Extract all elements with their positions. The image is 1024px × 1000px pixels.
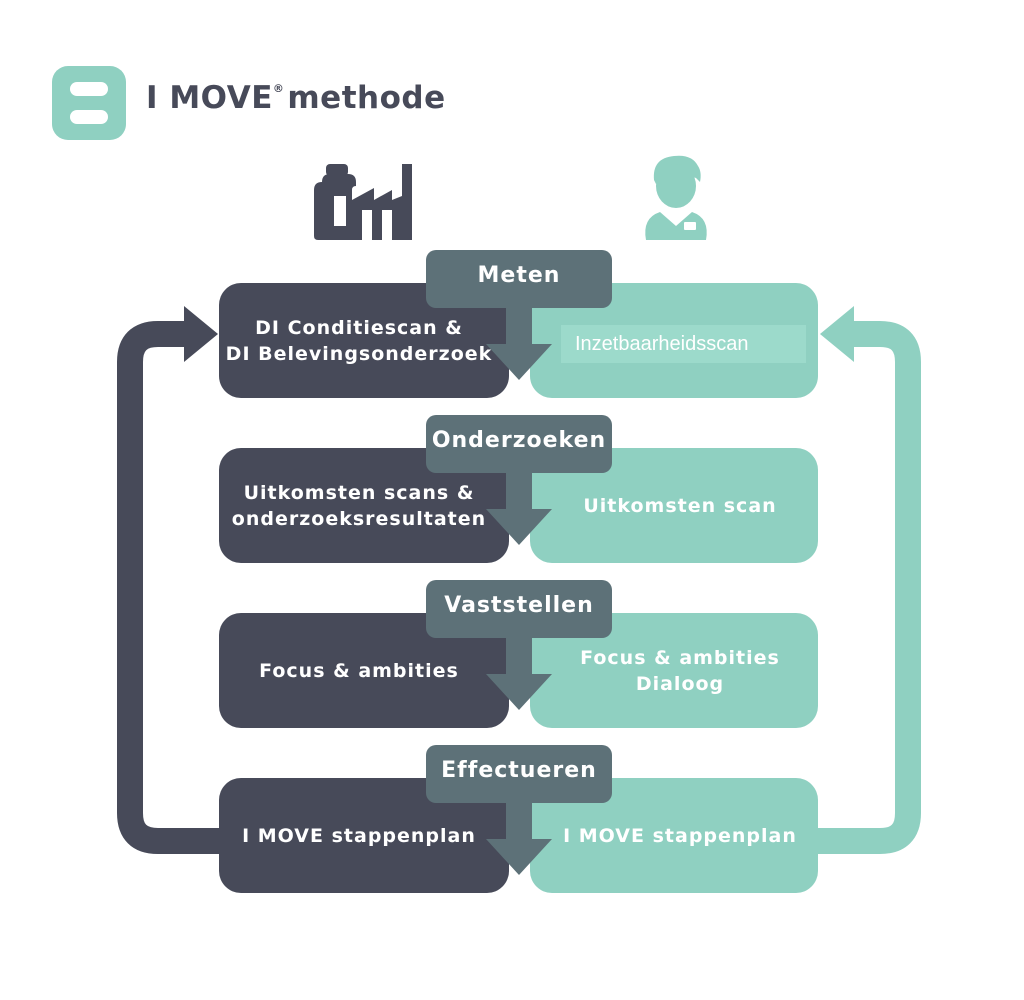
phase-label-onderzoeken: Onderzoeken (426, 415, 612, 473)
organisation-text-line: Focus & ambities (259, 659, 459, 682)
phase-label-effectueren: Effectueren (426, 745, 612, 803)
employee-arrow-head (820, 306, 854, 362)
phase-down-arrow (486, 471, 552, 545)
organisation-loop-arrow (117, 321, 222, 854)
organisation-text-line: I MOVE stappenplan (242, 824, 476, 847)
organisation-text-line: onderzoeksresultaten (231, 507, 487, 530)
phase-label-meten: Meten (426, 250, 612, 308)
logo-hole-top (70, 82, 108, 96)
employee-text-line: Uitkomsten scan (583, 494, 777, 517)
brand-suffix: methode (287, 80, 446, 116)
employee-text-line: Focus & ambities (580, 646, 780, 669)
organisation-text-line: Uitkomsten scans & (243, 481, 475, 504)
registered-mark: ® (272, 82, 285, 95)
employee-text-line: Inzetbaarheidsscan (561, 325, 806, 363)
employee-loop-arrow (816, 321, 921, 854)
page-title: I MOVE®methode (146, 80, 446, 116)
logo-icon (52, 66, 126, 140)
organisation-text-line: DI Belevingsonderzoek (225, 342, 493, 365)
phase-down-arrow (486, 306, 552, 380)
phase-label-vaststellen: Vaststellen (426, 580, 612, 638)
employee-icon (645, 155, 707, 240)
logo-hole-bottom (70, 110, 108, 124)
phase-down-arrow (486, 801, 552, 875)
factory-icon (314, 164, 412, 240)
brand-name: I MOVE (146, 80, 273, 116)
employee-text-line: I MOVE stappenplan (563, 824, 797, 847)
organisation-text-line: DI Conditiescan & (255, 316, 463, 339)
organisation-arrow-head (184, 306, 218, 362)
phase-down-arrow (486, 636, 552, 710)
employee-text-line: Dialoog (635, 672, 725, 695)
